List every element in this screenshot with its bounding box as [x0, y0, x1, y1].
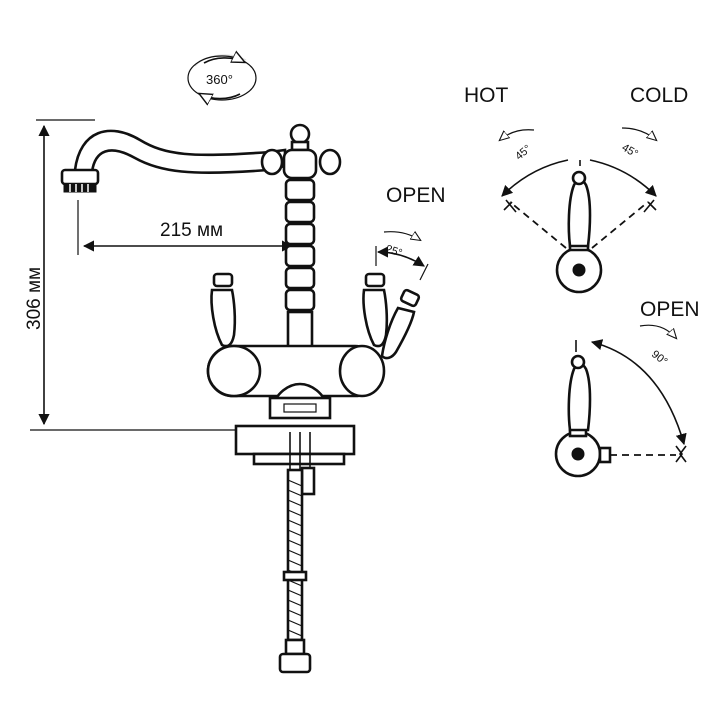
- height-dimension-label: 306 мм: [24, 267, 45, 330]
- main-open-angle-label: 25°: [384, 243, 404, 260]
- cold-label: COLD: [630, 84, 688, 107]
- flexible-hose: [278, 468, 312, 674]
- cold-angle-label: 45°: [620, 142, 640, 161]
- side-open-angle-label: 90°: [649, 348, 670, 368]
- faucet-body: [206, 272, 421, 496]
- side-open-diagram: OPEN 90°: [554, 298, 700, 478]
- side-open-label: OPEN: [640, 298, 700, 321]
- faucet-spout: [60, 129, 342, 193]
- width-dimension: 215 мм: [77, 200, 294, 255]
- cold-turn-arrow-icon: [621, 127, 656, 140]
- right-handle: [362, 272, 389, 348]
- right-handle-open: [380, 288, 421, 360]
- rotation-label: 360°: [206, 72, 233, 87]
- main-open-indicator: OPEN 25°: [375, 184, 446, 281]
- faucet-column: [282, 123, 318, 350]
- left-handle: [210, 272, 237, 348]
- hot-turn-arrow-icon: [500, 129, 535, 140]
- hot-angle-label: 45°: [513, 143, 533, 163]
- side-turn-arrow-icon: [639, 324, 676, 338]
- curved-arrow-icon: [383, 232, 420, 240]
- hot-label: HOT: [464, 84, 509, 107]
- rotation-arrows-icon: 360°: [187, 55, 257, 100]
- main-open-label: OPEN: [386, 184, 446, 207]
- hot-cold-diagram: HOT COLD 45° 45°: [464, 84, 688, 294]
- width-dimension-label: 215 мм: [160, 220, 223, 241]
